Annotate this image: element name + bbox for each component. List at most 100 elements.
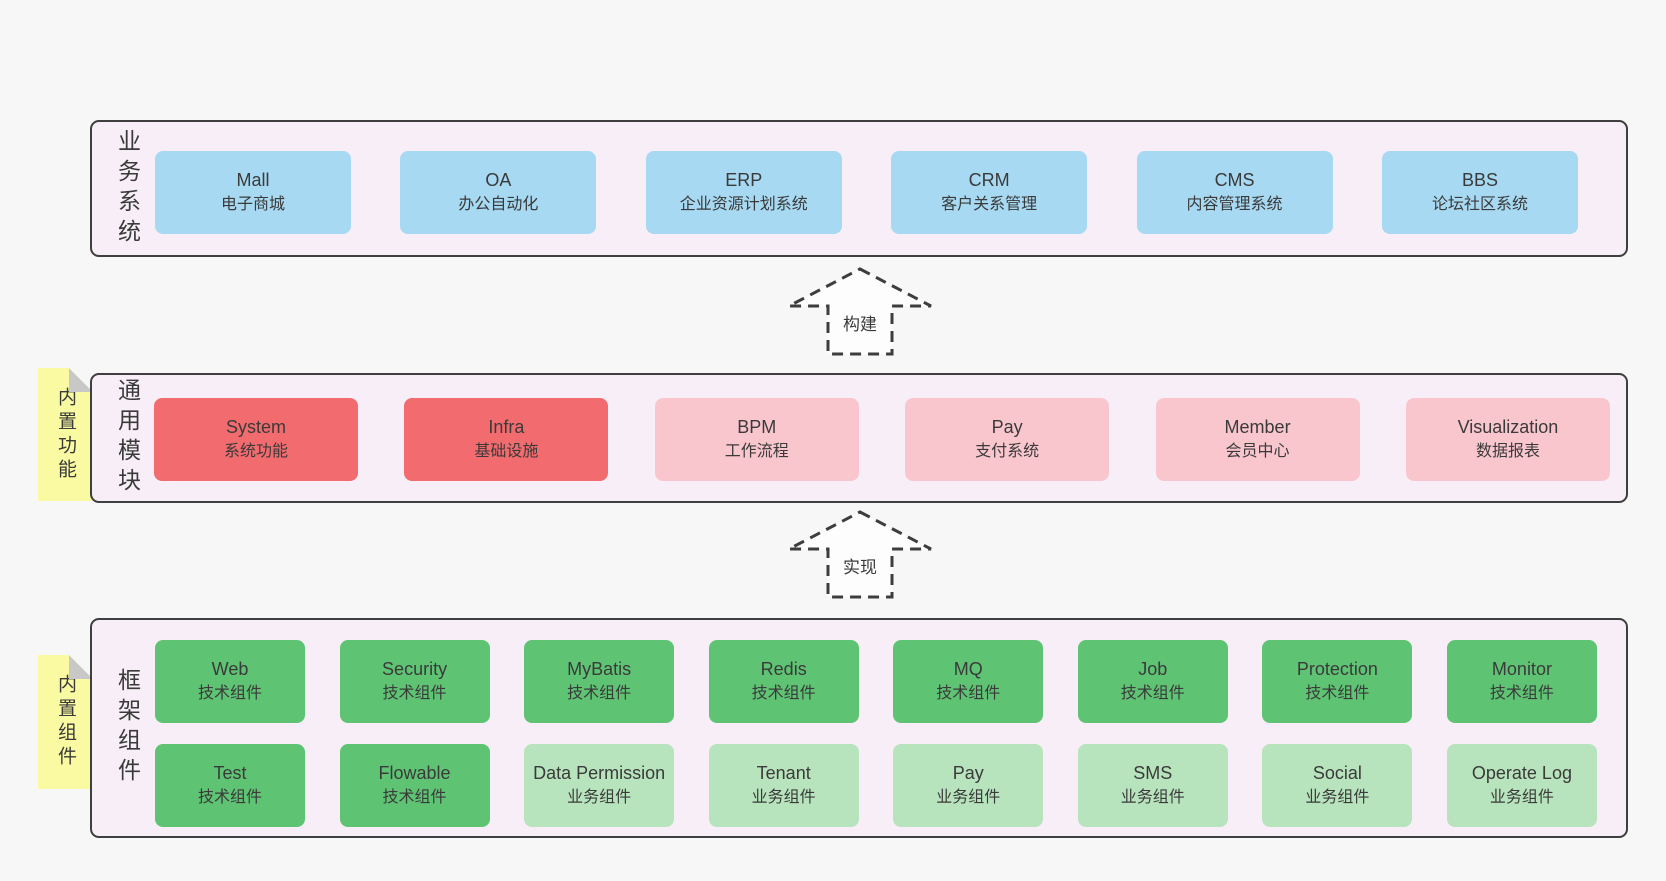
component-box-test: Test 技术组件	[155, 744, 305, 827]
box-subtitle: 技术组件	[1120, 685, 1185, 702]
panel-label-column: 通用模块	[104, 375, 150, 501]
tab-label: 内置组件	[55, 674, 76, 770]
box-title: Mall	[236, 170, 270, 190]
box-subtitle: 系统功能	[223, 443, 288, 460]
box-title: System	[225, 417, 286, 437]
component-box-social: Social 业务组件	[1262, 744, 1413, 827]
panel-label-column: 框架组件	[104, 620, 150, 836]
box-title: OA	[485, 170, 512, 190]
box-title: ERP	[725, 170, 763, 190]
component-box-sms: SMS 业务组件	[1077, 744, 1228, 827]
box-subtitle: 技术组件	[382, 789, 447, 806]
box-subtitle: 客户关系管理	[941, 196, 1038, 213]
module-box-visualization: Visualization 数据报表	[1405, 398, 1610, 481]
component-box-operate-log: Operate Log 业务组件	[1446, 744, 1597, 827]
box-subtitle: 技术组件	[751, 685, 816, 702]
component-box-security: Security 技术组件	[339, 640, 490, 723]
tab-label: 内置功能	[55, 386, 76, 483]
box-subtitle: 技术组件	[1489, 685, 1554, 702]
box-subtitle: 内容管理系统	[1186, 196, 1283, 213]
component-box-job: Job 技术组件	[1077, 640, 1228, 723]
box-title: Infra	[488, 417, 525, 437]
framework-components-panel: 框架组件 Web 技术组件 Security 技术组件 MyBatis 技术组件…	[90, 618, 1628, 838]
box-title: BBS	[1461, 170, 1498, 190]
module-box-bpm: BPM 工作流程	[654, 398, 859, 481]
component-box-redis: Redis 技术组件	[708, 640, 859, 723]
panel-title: 通用模块	[114, 378, 141, 498]
panel-title: 业务系统	[114, 128, 141, 249]
box-title: Operate Log	[1471, 763, 1572, 783]
box-title: Member	[1224, 417, 1291, 437]
box-title: Job	[1138, 659, 1168, 679]
component-box-mybatis: MyBatis 技术组件	[524, 640, 675, 723]
box-subtitle: 业务组件	[936, 789, 1001, 806]
component-box-protection: Protection 技术组件	[1262, 640, 1413, 723]
system-box-mall: Mall 电子商城	[155, 151, 351, 234]
sticky-tab-built-in-features: 内置功能	[38, 368, 93, 501]
box-subtitle: 技术组件	[197, 789, 262, 806]
build-arrow: 构建	[785, 266, 935, 358]
sticky-tab-built-in-components: 内置组件	[38, 655, 93, 789]
box-subtitle: 支付系统	[975, 443, 1040, 460]
module-box-member: Member 会员中心	[1155, 398, 1360, 481]
common-modules-row: System 系统功能 Infra 基础设施 BPM 工作流程 Pay 支付系统…	[154, 398, 1610, 481]
box-subtitle: 业务组件	[751, 789, 816, 806]
box-subtitle: 技术组件	[567, 685, 632, 702]
box-title: MyBatis	[567, 659, 632, 679]
business-components-row: Test 技术组件 Flowable 技术组件 Data Permission …	[155, 744, 1597, 827]
box-title: Web	[211, 659, 249, 679]
component-box-pay: Pay 业务组件	[893, 744, 1044, 827]
box-subtitle: 技术组件	[382, 685, 447, 702]
system-box-cms: CMS 内容管理系统	[1136, 151, 1333, 234]
box-title: Redis	[760, 659, 807, 679]
box-title: Protection	[1296, 659, 1378, 679]
component-box-web: Web 技术组件	[155, 640, 305, 723]
box-subtitle: 业务组件	[1120, 789, 1185, 806]
box-title: Test	[213, 763, 247, 783]
box-subtitle: 基础设施	[474, 443, 539, 460]
box-title: Data Permission	[533, 763, 666, 783]
box-title: Monitor	[1491, 659, 1552, 679]
box-subtitle: 业务组件	[567, 789, 632, 806]
box-subtitle: 办公自动化	[458, 196, 539, 213]
arrow-label: 实现	[840, 553, 880, 578]
system-box-erp: ERP 企业资源计划系统	[645, 151, 842, 234]
component-box-monitor: Monitor 技术组件	[1446, 640, 1597, 723]
box-subtitle: 业务组件	[1489, 789, 1554, 806]
box-title: Security	[382, 659, 448, 679]
box-title: CMS	[1214, 170, 1255, 190]
tech-components-row: Web 技术组件 Security 技术组件 MyBatis 技术组件 Redi…	[155, 640, 1597, 723]
panel-label-column: 业务系统	[104, 122, 150, 255]
panel-title: 框架组件	[114, 668, 141, 788]
box-subtitle: 技术组件	[197, 685, 262, 702]
business-systems-row: Mall 电子商城 OA 办公自动化 ERP 企业资源计划系统 CRM 客户关系…	[155, 151, 1578, 234]
component-box-flowable: Flowable 技术组件	[339, 744, 490, 827]
box-subtitle: 数据报表	[1475, 443, 1540, 460]
box-title: BPM	[737, 417, 777, 437]
common-modules-panel: 通用模块 System 系统功能 Infra 基础设施 BPM 工作流程 Pay…	[90, 373, 1628, 503]
box-title: Pay	[991, 417, 1023, 437]
box-title: MQ	[953, 659, 983, 679]
box-subtitle: 会员中心	[1225, 443, 1290, 460]
component-box-data-permission: Data Permission 业务组件	[524, 744, 675, 827]
box-subtitle: 技术组件	[1305, 685, 1370, 702]
business-systems-panel: 业务系统 Mall 电子商城 OA 办公自动化 ERP 企业资源计划系统 CRM…	[90, 120, 1628, 257]
box-subtitle: 业务组件	[1305, 789, 1370, 806]
box-subtitle: 论坛社区系统	[1431, 196, 1528, 213]
module-box-pay: Pay 支付系统	[905, 398, 1110, 481]
box-subtitle: 工作流程	[724, 443, 789, 460]
component-box-tenant: Tenant 业务组件	[708, 744, 859, 827]
box-title: Social	[1312, 763, 1362, 783]
module-box-infra: Infra 基础设施	[404, 398, 609, 481]
box-title: Flowable	[378, 763, 451, 783]
box-title: Tenant	[756, 763, 811, 783]
system-box-oa: OA 办公自动化	[400, 151, 597, 234]
box-title: Pay	[952, 763, 984, 783]
box-subtitle: 电子商城	[220, 196, 285, 213]
box-title: CRM	[968, 170, 1010, 190]
box-title: Visualization	[1457, 417, 1559, 437]
box-subtitle: 企业资源计划系统	[679, 196, 808, 213]
module-box-system: System 系统功能	[154, 398, 358, 481]
system-box-crm: CRM 客户关系管理	[891, 151, 1088, 234]
